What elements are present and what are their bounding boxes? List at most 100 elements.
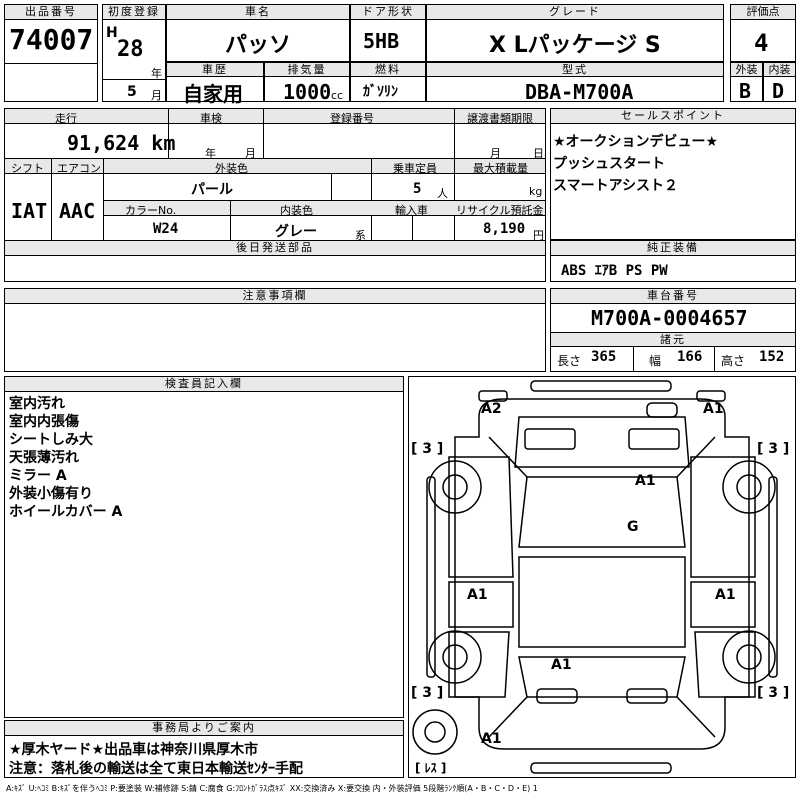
details-box: 走行 車検 登録番号 譲渡書類期限 91,624 km 年 月 月 日 シフト … [4, 108, 546, 243]
int-color-unit: 系 [355, 229, 366, 242]
chassis-number: M700A-0004657 [591, 306, 748, 330]
model-label: 型式 [427, 63, 723, 77]
plate-label: 登録番号 [330, 112, 374, 125]
capacity-label: 乗車定員 [393, 162, 437, 175]
fuel: ｶﾞｿﾘﾝ [363, 84, 398, 100]
history-box: 車歴 自家用 [166, 62, 264, 106]
ac: AAC [59, 199, 96, 223]
later-parts-label: 後日発送部品 [5, 241, 545, 256]
damage-mark: A1 [703, 401, 724, 417]
width-label: 幅 [649, 354, 662, 368]
interior-label: 内装 [764, 63, 795, 77]
model-box: 型式 DBA-M700A [426, 62, 724, 104]
era: H [106, 25, 118, 41]
ext-color: パール [191, 182, 233, 198]
lot-box: 出品番号 74007 [4, 4, 98, 102]
car-name-label: 車名 [167, 5, 349, 20]
inspector-note: 天張薄汚れ [9, 450, 79, 466]
score: 4 [754, 29, 769, 57]
grade-box: グレード X Lパッケージ S [426, 4, 724, 62]
transfer-month: 月 [490, 147, 501, 160]
grade-label: グレード [427, 5, 723, 20]
car-name-box: 車名 パッソ [166, 4, 350, 62]
car-name: パッソ [225, 33, 292, 58]
mileage: 91,624 km [67, 131, 176, 155]
sales-line: プッシュスタート [553, 156, 665, 172]
inspector-note: ミラー A [9, 468, 67, 484]
spare-tire: [ ﾚｽ ] [415, 761, 447, 775]
displacement: 1000 [283, 80, 332, 104]
color-no: W24 [153, 221, 179, 237]
recycle: 8,190 [483, 221, 526, 237]
transfer-day: 日 [533, 147, 544, 160]
history-label: 車歴 [167, 63, 263, 77]
first-reg-box: 初度登録 H 28 年 5 月 [102, 4, 166, 102]
interior-grade: D [772, 79, 785, 103]
exterior-box: 外装 B [730, 62, 763, 103]
color-no-label: カラーNo. [125, 204, 177, 217]
inspection-label: 車検 [200, 112, 222, 125]
damage-mark: A1 [715, 587, 736, 603]
tire-tread: [ 3 ] [757, 685, 790, 701]
inspection-year: 年 [205, 147, 216, 160]
office-line: 注意：落札後の輸送は全て東日本輸送ｾﾝﾀｰ手配 [9, 761, 303, 777]
damage-mark: G [627, 519, 639, 535]
year-unit: 年 [151, 67, 162, 80]
height-label: 高さ [721, 354, 746, 368]
fuel-label: 燃料 [351, 63, 425, 77]
reg-year: 28 [117, 37, 144, 62]
inspector-box: 検査員記入欄 室内汚れ 室内内張傷 シートしみ大 天張薄汚れ ミラー A 外装小… [4, 376, 404, 718]
shift: IAT [11, 199, 48, 223]
load-label: 最大積載量 [473, 162, 528, 175]
door-type: 5HB [363, 29, 400, 53]
damage-mark: A1 [635, 473, 656, 489]
month-unit: 月 [151, 89, 162, 102]
car-diagram: A2 A1 A1 G A1 A1 A1 A1 [ 3 ] [ 3 ] [ 3 ]… [408, 376, 796, 778]
fuel-box: 燃料 ｶﾞｿﾘﾝ [350, 62, 426, 102]
damage-mark: A2 [481, 401, 502, 417]
lot-label: 出品番号 [5, 5, 97, 20]
equipment-box: 純正装備 ABS ｴｱB PS PW [550, 240, 796, 282]
tire-tread: [ 3 ] [411, 441, 444, 457]
sales-label: セールスポイント [551, 109, 795, 124]
score-label: 評価点 [731, 5, 795, 20]
office-box: 事務局よりご案内 ★厚木ヤード★出品車は神奈川県厚木市 注意：落札後の輸送は全て… [4, 720, 404, 778]
damage-mark: A1 [481, 731, 502, 747]
displacement-label: 排気量 [265, 63, 349, 77]
dims-label: 諸元 [551, 333, 795, 347]
car-outline [412, 380, 778, 774]
inspector-note: ホイールカバー A [9, 504, 123, 520]
load-unit: kg [529, 185, 543, 198]
tire-tread: [ 3 ] [757, 441, 790, 457]
sales-box: セールスポイント ★オークションデビュー★ プッシュスタート スマートアシスト２ [550, 108, 796, 240]
length: 365 [591, 349, 617, 365]
inspection-month: 月 [245, 147, 256, 160]
capacity-unit: 人 [437, 187, 448, 200]
import-label: 輸入車 [395, 204, 428, 217]
tire-tread: [ 3 ] [411, 685, 444, 701]
ext-color-label: 外装色 [215, 162, 248, 175]
shift-label: シフト [11, 162, 44, 175]
equipment-label: 純正装備 [551, 241, 795, 256]
recycle-label: リサイクル預託金 [456, 204, 544, 217]
lot-number: 74007 [9, 23, 94, 56]
door-box: ドア形状 5HB [350, 4, 426, 62]
int-color: グレー [275, 224, 317, 240]
inspector-note: 室内内張傷 [9, 414, 79, 430]
chassis-label: 車台番号 [551, 289, 795, 304]
first-reg-label: 初度登録 [103, 5, 165, 20]
length-label: 長さ [557, 354, 582, 368]
inspector-note: シートしみ大 [9, 432, 93, 448]
exterior-label: 外装 [731, 63, 762, 77]
office-line: ★厚木ヤード★出品車は神奈川県厚木市 [9, 742, 259, 758]
recycle-unit: 円 [533, 229, 544, 242]
sales-line: スマートアシスト２ [553, 178, 679, 194]
displacement-box: 排気量 1000 cc [264, 62, 350, 104]
grade: X Lパッケージ S [489, 33, 661, 58]
equipment: ABS ｴｱB PS PW [561, 263, 668, 279]
sales-line: ★オークションデビュー★ [553, 134, 719, 150]
transfer-label: 譲渡書類期限 [467, 112, 533, 125]
height: 152 [759, 349, 785, 365]
interior-box: 内装 D [763, 62, 796, 103]
later-parts-box: 後日発送部品 [4, 240, 546, 282]
